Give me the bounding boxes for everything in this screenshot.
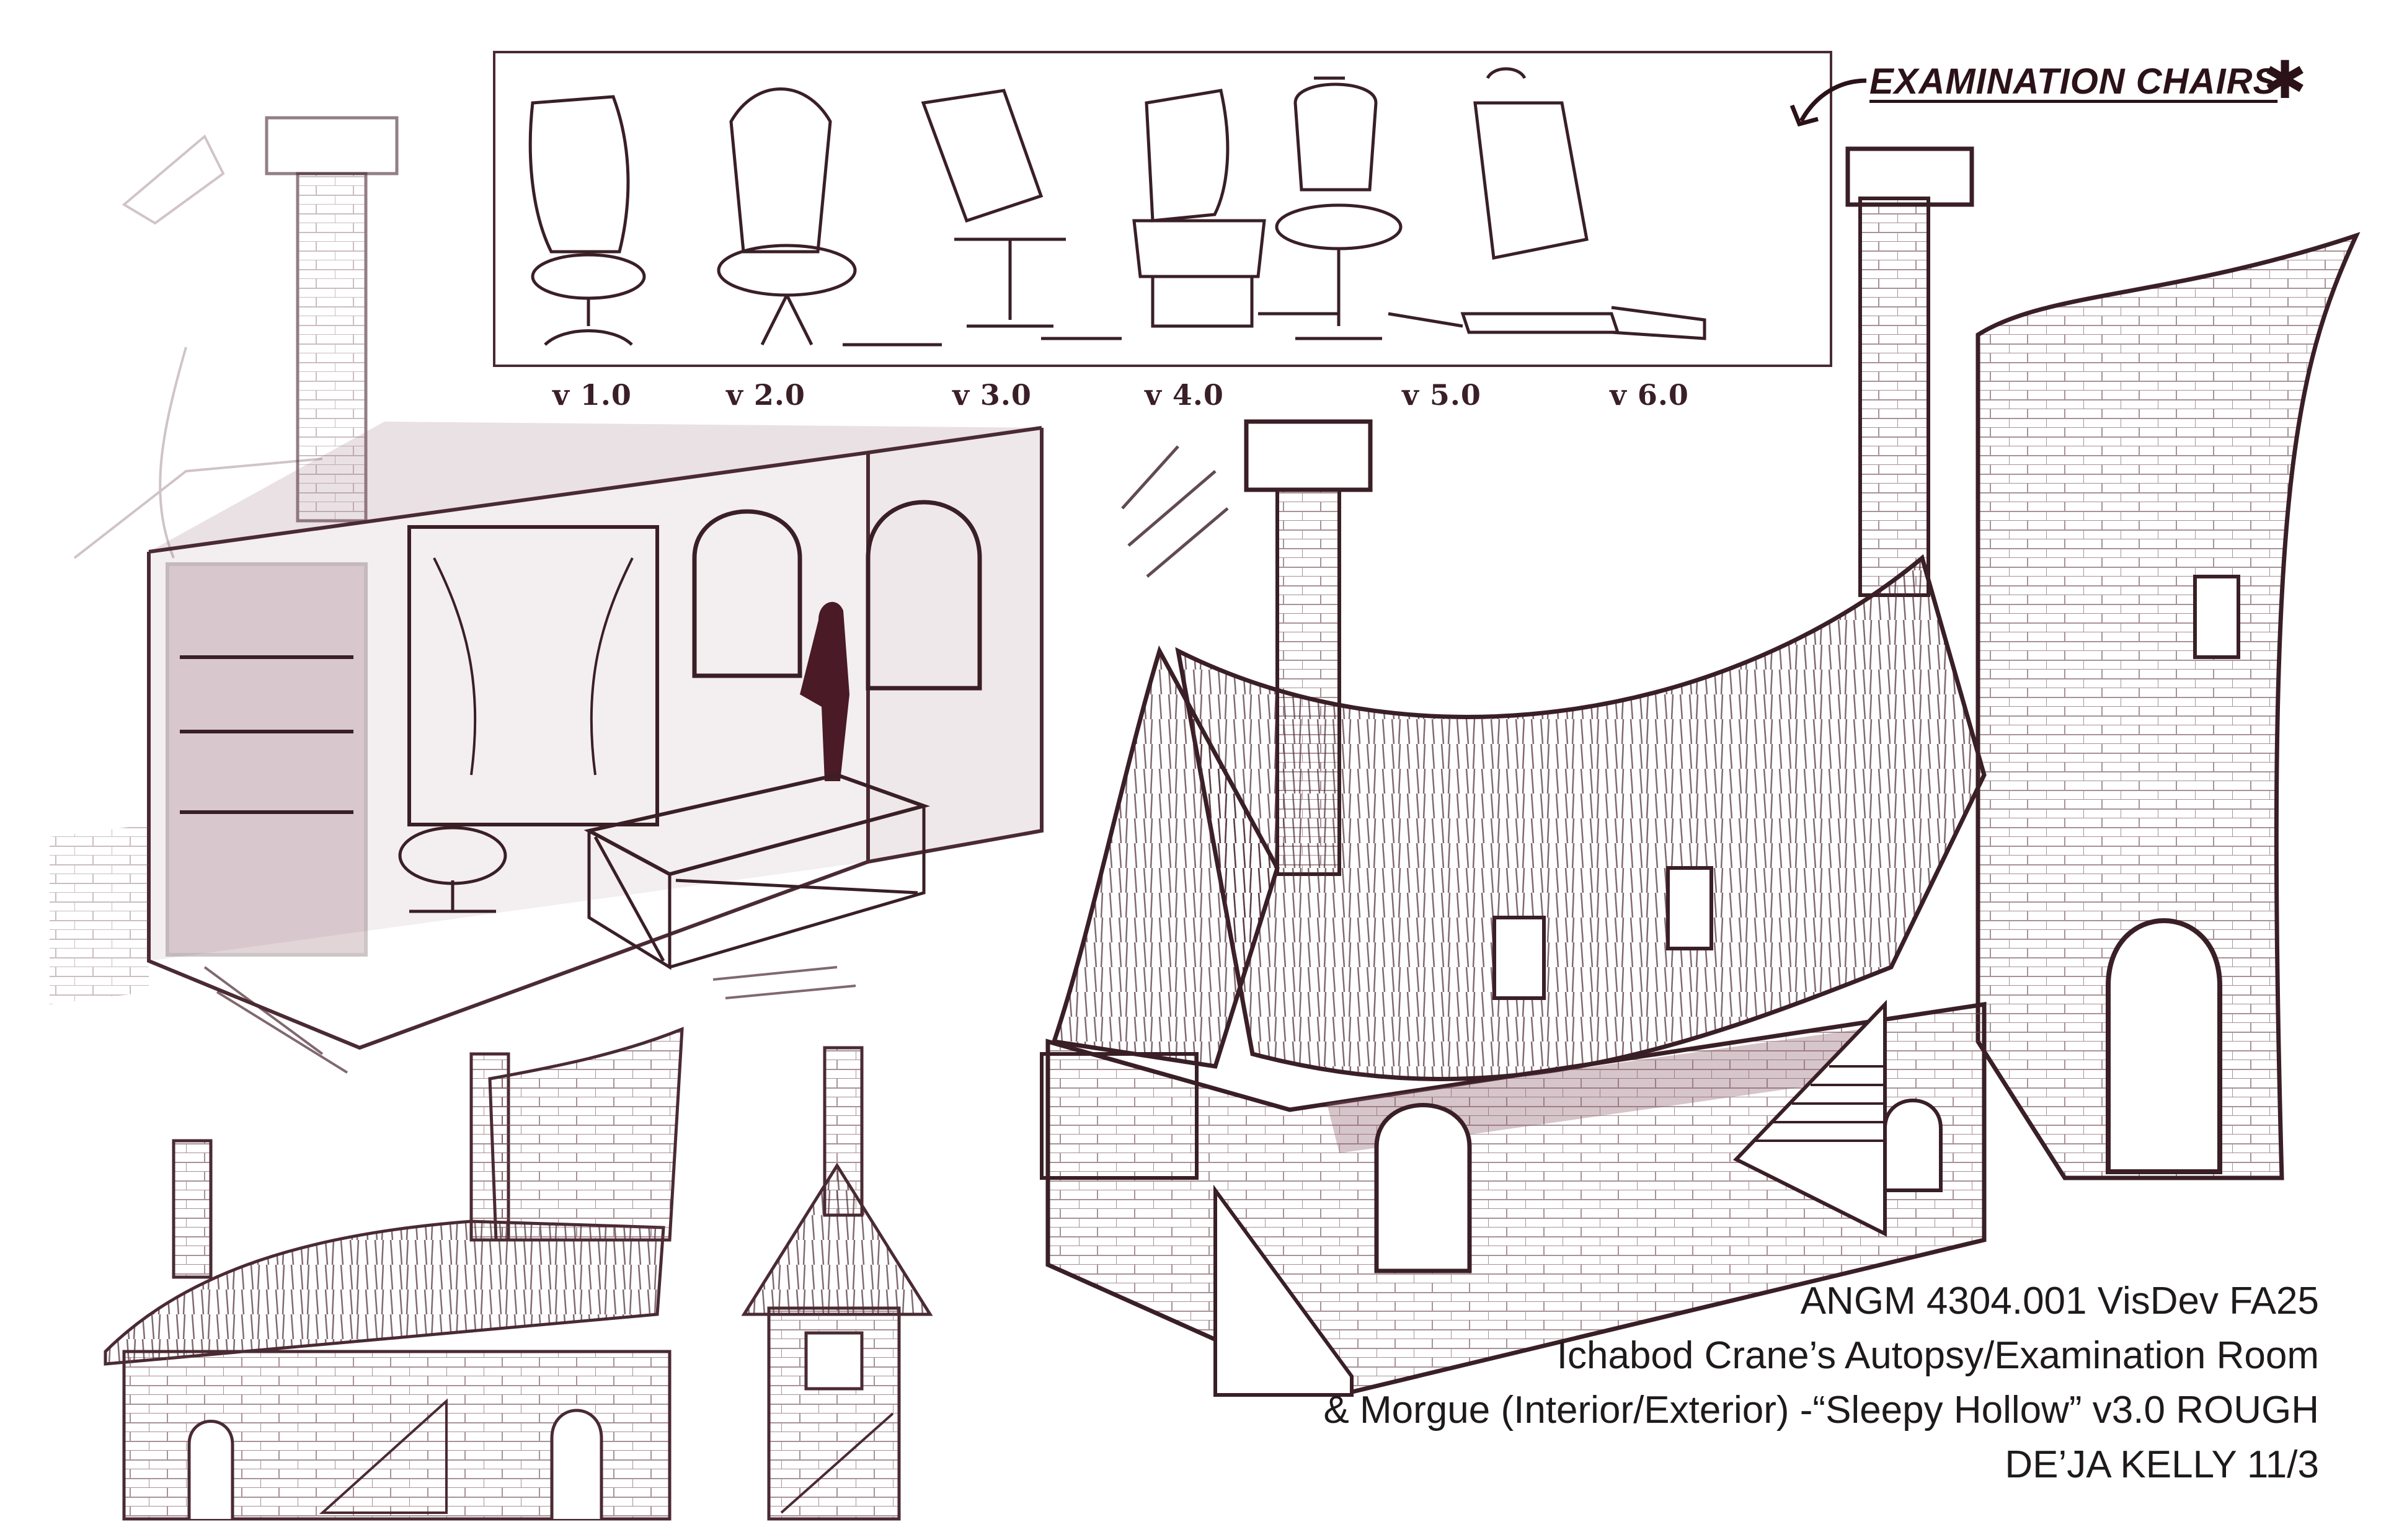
side-elevation-sketch: [741, 1046, 933, 1521]
front-elevation-sketch: [104, 1027, 684, 1521]
project-caption: ANGM 4304.001 VisDev FA25 Ichabod Crane’…: [1323, 1274, 2319, 1492]
caption-course-line: ANGM 4304.001 VisDev FA25: [1800, 1280, 2319, 1322]
chair-label-v3: v 3.0: [952, 378, 1032, 412]
chair-label-v5: v 5.0: [1402, 378, 1481, 412]
chair-label-v6: v 6.0: [1610, 378, 1689, 412]
caption-subtitle-line: & Morgue (Interior/Exterior) -“Sleepy Ho…: [1323, 1389, 2319, 1432]
asterisk-icon: ✱: [2263, 50, 2307, 110]
caption-title-line: Ichabod Crane’s Autopsy/Examination Room: [1556, 1334, 2319, 1377]
arrow-icon: [1789, 78, 1867, 127]
interior-cutaway-sketch: [50, 116, 1044, 1074]
exterior-morgue-sketch: [1040, 146, 2361, 1397]
caption-author-line: DE’JA KELLY 11/3: [2005, 1443, 2319, 1486]
chair-sketches: [528, 67, 1706, 347]
chair-label-v2: v 2.0: [726, 378, 805, 412]
chair-label-v1: v 1.0: [552, 378, 632, 412]
chair-label-v4: v 4.0: [1145, 378, 1224, 412]
examination-chairs-title: EXAMINATION CHAIRS: [1869, 61, 2278, 102]
background-sketch-left: [73, 134, 323, 559]
examination-chairs-panel: [493, 51, 1832, 367]
